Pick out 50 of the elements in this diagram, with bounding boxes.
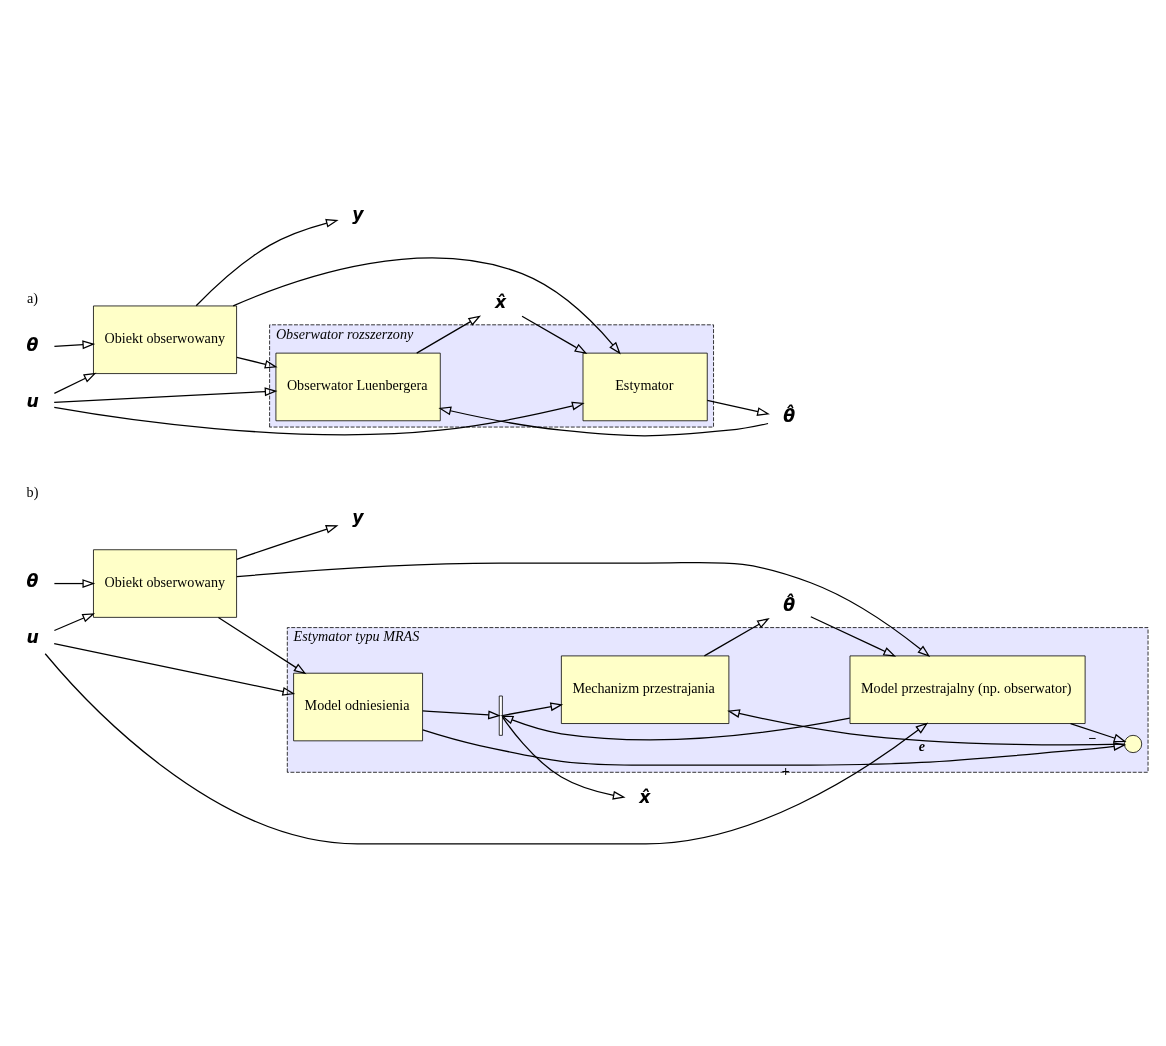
arrow (53, 643, 296, 696)
arrow (53, 613, 96, 632)
arrow (500, 715, 851, 741)
edge-label: e (918, 738, 926, 755)
arrow (810, 616, 897, 657)
arrow (703, 618, 770, 657)
node-box: Model przestrajalny (np. obserwator) (849, 655, 1086, 724)
arrow (44, 653, 929, 845)
node-box: Model odniesienia (293, 672, 423, 742)
arrow (727, 709, 1126, 746)
arrow (501, 716, 626, 800)
arrow (232, 257, 621, 355)
arrow (217, 616, 307, 675)
arrow (53, 372, 97, 394)
node-box: Obiekt obserwowany (93, 549, 237, 618)
node-box: Obserwator Luenbergera (275, 352, 441, 422)
arrow (53, 387, 278, 404)
node-circle (1124, 734, 1143, 754)
arrow (416, 315, 482, 354)
arrow (521, 315, 588, 354)
node-text: y (352, 203, 364, 224)
arrow (53, 340, 96, 350)
arrow (195, 218, 339, 307)
arrow (422, 729, 1127, 766)
node-text: u (26, 627, 39, 648)
arrow (236, 561, 931, 657)
node-box: Mechanizm przestrajania (560, 655, 730, 724)
arrow (501, 702, 564, 717)
arrow (422, 710, 501, 720)
node-text: θ (26, 571, 39, 592)
label: b) (26, 484, 39, 501)
arrow (53, 579, 96, 588)
node-box: Estymator (582, 352, 708, 422)
node-text: θ̂ (783, 594, 796, 615)
arrow (236, 525, 339, 560)
node-text: θ (26, 335, 39, 356)
arrow (53, 401, 585, 436)
node-bar (498, 695, 503, 736)
node-text: θ̂ (783, 406, 796, 427)
arrow (236, 356, 278, 369)
arrow (706, 399, 770, 416)
node-text: x̂ (639, 787, 651, 808)
arrow (1069, 722, 1127, 743)
node-text: y (352, 506, 364, 527)
edge-label: − (1087, 729, 1097, 746)
node-text: x̂ (494, 292, 507, 312)
arrow (438, 406, 769, 437)
label: a) (27, 290, 39, 307)
node-text: u (26, 391, 39, 412)
node-box: Obiekt obserwowany (93, 305, 237, 374)
